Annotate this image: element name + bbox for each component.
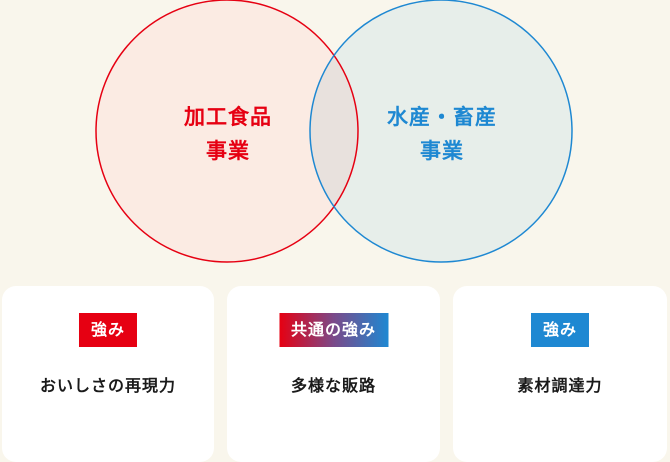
- strength-badge: 強み: [530, 313, 590, 347]
- strength-title: 多様な販路: [290, 376, 376, 395]
- left-circle: [96, 0, 358, 262]
- venn-circles: [95, 0, 573, 263]
- strength-card-material-procurement: 強み 素材調達力: [453, 286, 667, 462]
- strength-title: おいしさの再現力: [39, 376, 176, 395]
- right-circle: [310, 0, 572, 262]
- processed-food-business-label: 加工食品 事業: [184, 105, 272, 163]
- strength-card-taste-reproduction: 強み おいしさの再現力: [2, 286, 214, 462]
- common-strength-card-sales-channels: 共通の強み 多様な販路: [227, 286, 440, 462]
- venn-diagram: 加工食品 事業 水産・畜産 事業: [95, 0, 573, 263]
- common-strength-badge: 共通の強み: [278, 313, 389, 347]
- strength-title: 素材調達力: [517, 376, 603, 395]
- fishery-livestock-business-label: 水産・畜産 事業: [387, 105, 497, 163]
- strength-badge: 強み: [78, 313, 138, 347]
